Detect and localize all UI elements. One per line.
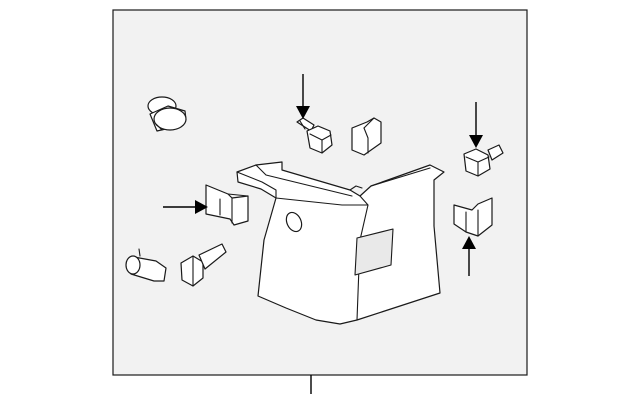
bolt <box>463 144 504 177</box>
arrow-bolt <box>469 102 483 148</box>
arrow-clip-right <box>462 236 476 276</box>
clip-left <box>205 184 249 226</box>
push-pin-clip <box>147 96 187 132</box>
arrow-screw <box>296 74 310 119</box>
trim-panel <box>236 161 445 325</box>
screw <box>296 117 333 154</box>
arrow-clip-left <box>163 200 208 214</box>
clip-top <box>351 117 382 156</box>
clip-right <box>453 197 493 237</box>
plug <box>125 248 167 282</box>
retainer <box>180 243 227 287</box>
